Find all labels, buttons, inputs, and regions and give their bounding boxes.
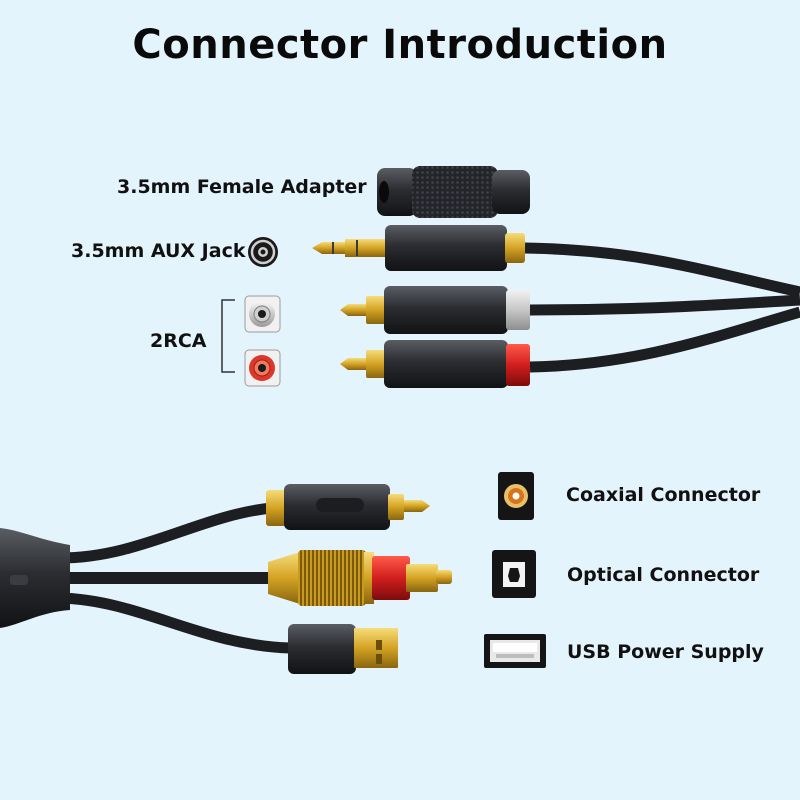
usb-plug [288,624,398,674]
usb-port-icon [484,634,546,668]
rca-bracket [221,299,235,373]
rca-white-plug [340,286,530,334]
female-adapter-connector [377,166,530,218]
page-title: Connector Introduction [132,22,668,68]
optical-plug [268,550,452,606]
aux-jack-port-icon [248,237,278,267]
female-adapter-label: 3.5mm Female Adapter [117,176,367,198]
coaxial-port-icon [498,472,534,520]
bottom-cable-bundle [0,502,291,654]
coaxial-connector-label: Coaxial Connector [566,484,761,506]
rca-red-plug [340,340,530,388]
aux-plug-connector [312,225,525,271]
optical-connector-label: Optical Connector [567,564,760,586]
aux-jack-label: 3.5mm AUX Jack [71,240,246,262]
optical-port-icon [492,550,536,598]
rca-white-port-icon [244,295,281,333]
coaxial-plug [266,484,430,530]
top-cable-bundle [524,242,800,373]
rca-red-port-icon [244,349,281,387]
usb-power-supply-label: USB Power Supply [567,641,764,663]
rca-label: 2RCA [150,330,207,352]
